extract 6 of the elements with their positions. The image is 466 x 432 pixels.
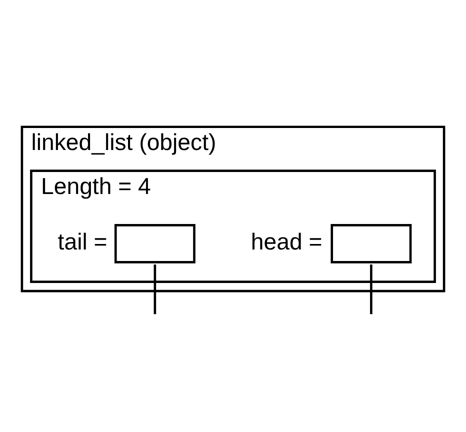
node-box [114, 224, 196, 263]
node-box [330, 224, 412, 263]
node-label: head = [250, 228, 322, 254]
node-label: tail = [58, 228, 108, 254]
connector [370, 264, 372, 314]
connector [154, 264, 156, 314]
